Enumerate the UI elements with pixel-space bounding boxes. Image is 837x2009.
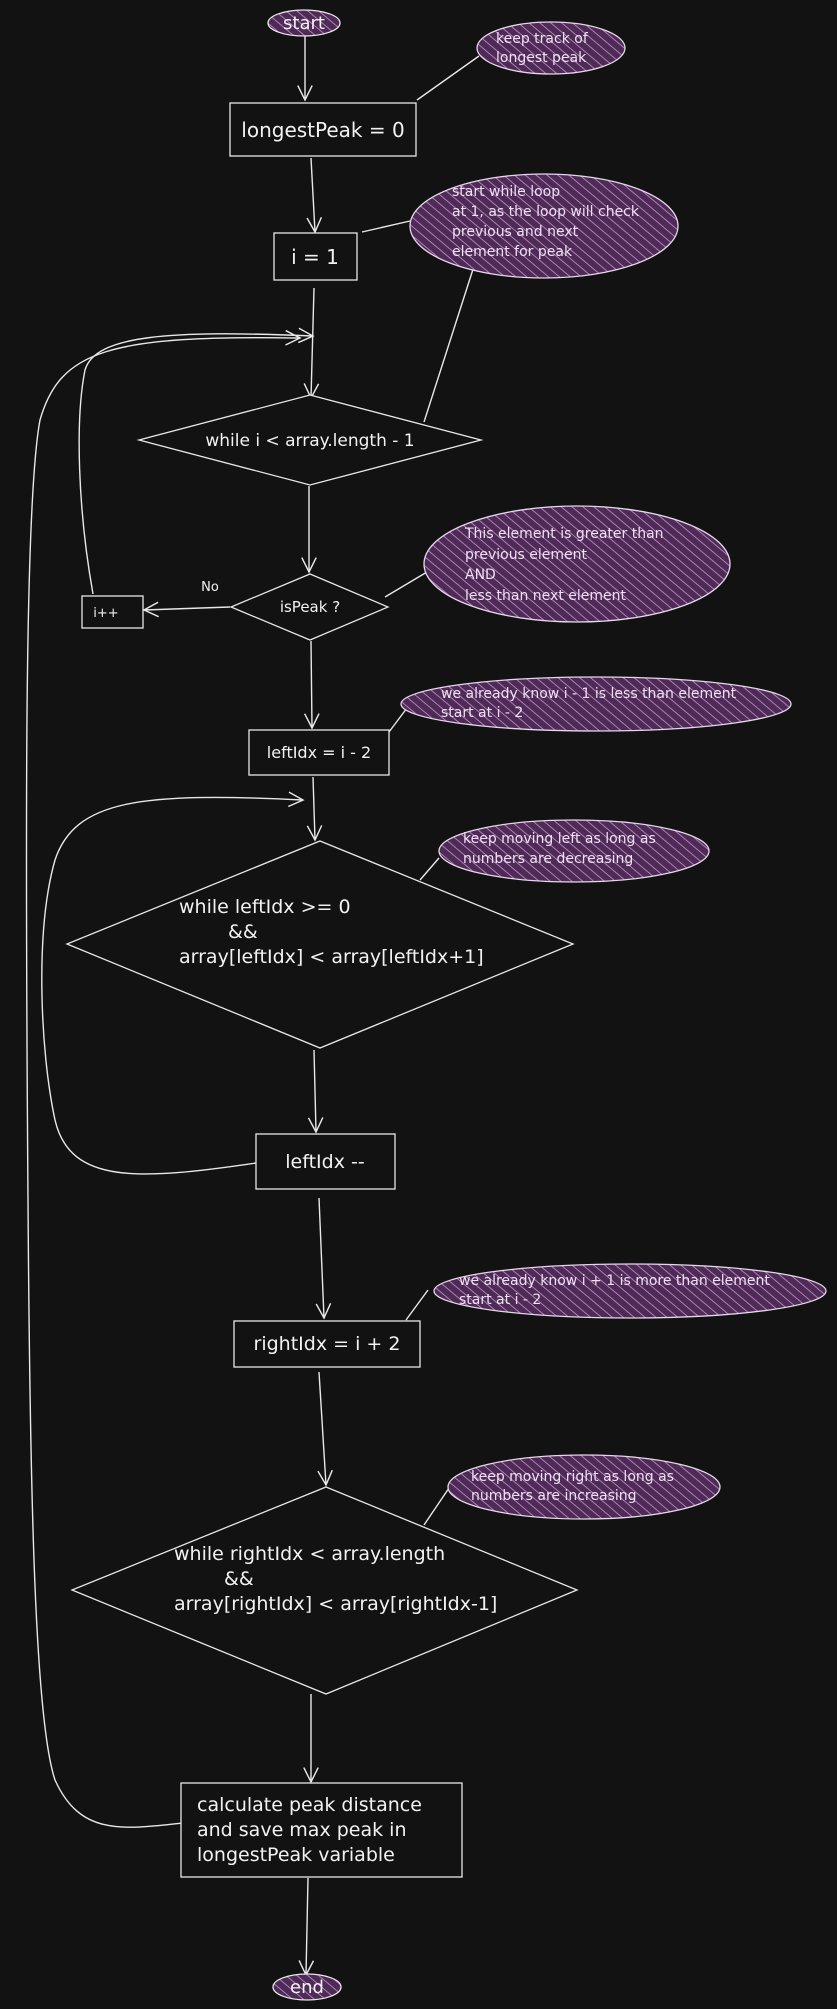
note-left-start: we already know i - 1 is less than eleme… (400, 676, 792, 732)
note-right-move-line-2: numbers are increasing (471, 1488, 637, 1504)
note-peak-line-3: AND (465, 567, 496, 583)
edge-calc-outer-loopback (25, 329, 302, 1828)
right-init-box: rightIdx = i + 2 (233, 1320, 421, 1368)
note-right-start-line-1: we already know i + 1 is more than eleme… (459, 1273, 770, 1289)
note-right-start-line-2: start at i - 2 (459, 1292, 541, 1308)
calculate-line-3: longestPeak variable (197, 1844, 395, 1866)
note-track-line-2: longest peak (496, 50, 587, 66)
note-link-loop-while (423, 262, 476, 423)
while-left-line-2: && (228, 921, 258, 943)
note-peak-line-1: This element is greater than (464, 526, 664, 542)
edge-no-label: No (201, 580, 219, 595)
note-peak: This element is greater than previous el… (423, 505, 731, 623)
edge-rightinit-to-whileright (317, 1371, 333, 1487)
left-dec-box: leftIdx -- (255, 1133, 396, 1190)
note-peak-line-2: previous element (465, 547, 588, 563)
increment-box: i++ (81, 595, 144, 629)
edge-ispeak-to-leftinit (303, 640, 320, 730)
note-loop: start while loop at 1, as the loop will … (409, 173, 679, 279)
note-left-move-line-2: numbers are decreasing (463, 851, 633, 867)
while-right-line-1: while rightIdx < array.length (174, 1543, 445, 1565)
while-right-line-3: array[rightIdx] < array[rightIdx-1] (174, 1593, 497, 1615)
note-left-move-line-1: keep moving left as long as (463, 831, 656, 847)
note-right-start: we already know i + 1 is more than eleme… (433, 1263, 827, 1319)
edge-leftdec-to-rightinit (315, 1197, 332, 1320)
start-label: start (283, 13, 325, 34)
note-right-move-line-1: keep moving right as long as (471, 1469, 674, 1485)
end-label: end (290, 1977, 324, 1998)
init-longest-peak-box: longestPeak = 0 (229, 102, 417, 157)
note-right-move: keep moving right as long as numbers are… (447, 1454, 721, 1520)
edge-whileleft-to-leftdec (307, 1049, 324, 1134)
left-init-label: leftIdx = i - 2 (267, 743, 371, 762)
end-terminal: end (272, 1973, 342, 2001)
is-peak-decision: isPeak ? (229, 573, 390, 641)
note-link-track (416, 55, 480, 101)
note-loop-line-2: at 1, as the loop will check (452, 204, 640, 220)
note-left-start-line-1: we already know i - 1 is less than eleme… (441, 686, 737, 702)
note-link-loop-i (361, 220, 411, 233)
connector-lines (25, 36, 480, 1977)
edge-calc-to-end (298, 1877, 315, 1977)
note-loop-line-4: element for peak (452, 244, 573, 260)
note-loop-line-1: start while loop (452, 184, 560, 200)
while-main-decision: while i < array.length - 1 (136, 394, 484, 486)
increment-label: i++ (93, 606, 118, 621)
note-loop-line-3: previous and next (452, 224, 579, 240)
is-peak-label: isPeak ? (280, 598, 340, 616)
calculate-box: calculate peak distance and save max pea… (180, 1782, 463, 1878)
while-right-decision: while rightIdx < array.length && array[r… (70, 1486, 579, 1695)
while-left-decision: while leftIdx >= 0 && array[leftIdx] < a… (65, 840, 575, 1049)
edge-i-to-while (303, 287, 320, 400)
note-link-peak (384, 571, 428, 598)
init-i-label: i = 1 (291, 245, 339, 269)
calculate-line-2: and save max peak in (197, 1819, 407, 1841)
right-init-label: rightIdx = i + 2 (254, 1333, 401, 1355)
note-track-line-1: keep track of (496, 31, 589, 47)
calculate-line-1: calculate peak distance (197, 1794, 422, 1816)
edge-longest-to-i (306, 157, 323, 234)
while-main-label: while i < array.length - 1 (205, 431, 414, 451)
note-left-move: keep moving left as long as numbers are … (438, 819, 710, 883)
edge-leftinit-to-whileleft (306, 776, 323, 842)
edge-increment-loopback (78, 327, 315, 595)
note-peak-line-4: less than next element (465, 588, 627, 604)
init-i-box: i = 1 (273, 232, 358, 281)
while-left-line-1: while leftIdx >= 0 (179, 896, 351, 918)
edge-ispeak-no (142, 601, 231, 618)
init-longest-peak-label: longestPeak = 0 (241, 118, 404, 142)
while-right-line-2: && (224, 1568, 254, 1590)
note-left-start-line-2: start at i - 2 (441, 705, 523, 721)
note-track: keep track of longest peak (476, 21, 626, 75)
edge-leftdec-loopback (41, 791, 305, 1175)
note-link-right-start (405, 1289, 429, 1321)
note-link-left-move (419, 857, 440, 881)
note-link-right-move (423, 1487, 450, 1526)
while-left-line-3: array[leftIdx] < array[leftIdx+1] (179, 946, 484, 968)
left-dec-label: leftIdx -- (285, 1151, 364, 1173)
left-init-box: leftIdx = i - 2 (248, 729, 390, 776)
start-terminal: start (267, 9, 341, 37)
